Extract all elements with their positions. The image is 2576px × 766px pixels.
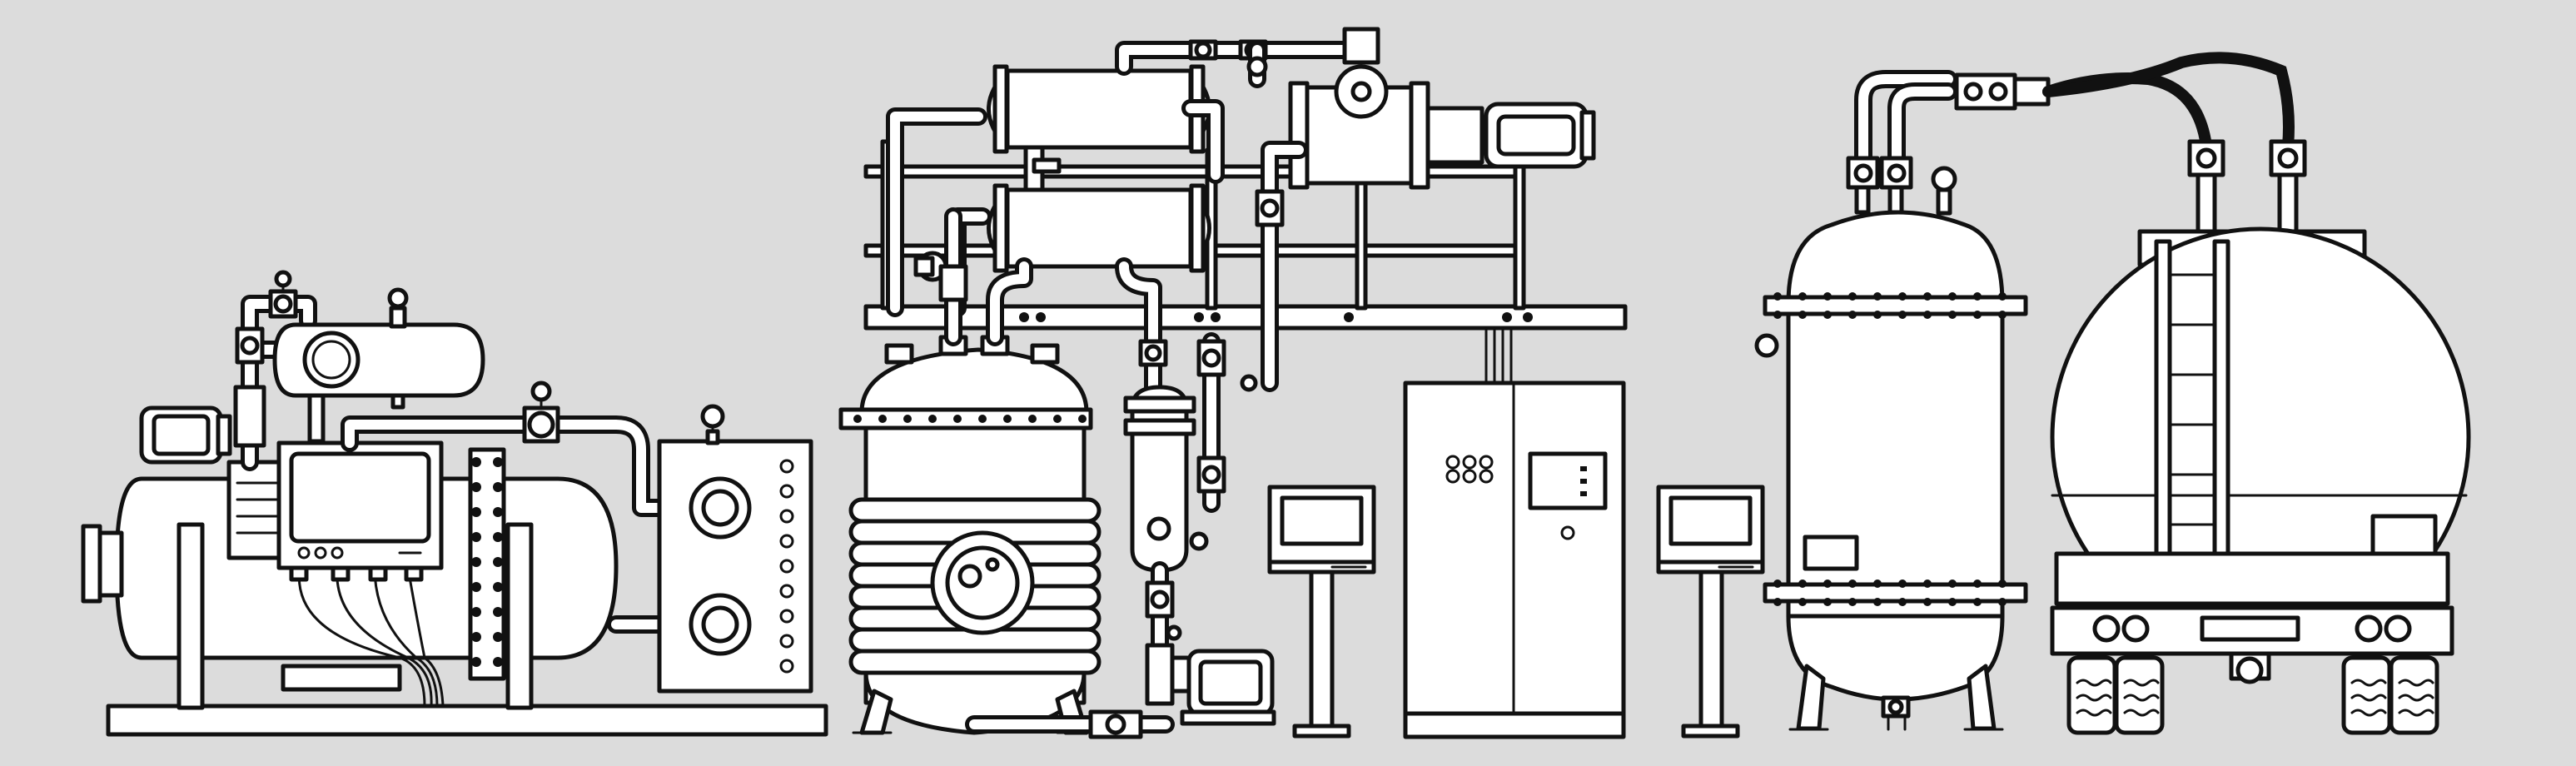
cabinet-knob [1560, 525, 1575, 540]
tank-nameplate [1803, 535, 1859, 571]
pump-head [1342, 27, 1380, 65]
boiler-unit [81, 270, 828, 737]
control-cabinet [1403, 327, 1626, 739]
boiler-base [106, 704, 828, 737]
heat-exchanger-upper [1005, 68, 1193, 150]
storage-tank [1754, 70, 2051, 731]
separator-column [1115, 257, 1276, 726]
cabinet-display [1528, 451, 1608, 510]
drum-plate [281, 664, 402, 692]
tank-flange-bottom [1763, 582, 2028, 604]
separator-vessel [1130, 385, 1189, 573]
boiler-screen [289, 451, 431, 544]
tank-flange-top [1763, 295, 2028, 316]
heat-exchanger-rack [863, 27, 1628, 392]
tank-side-gauge [1754, 333, 1779, 358]
separator-pump-body [1145, 643, 1175, 706]
operator-terminal-left [1267, 485, 1376, 739]
jacketed-reactor [838, 207, 1175, 739]
heat-exchanger-lower [1005, 187, 1193, 269]
operator-terminal-right [1656, 485, 1765, 739]
tanker-truck [2042, 52, 2471, 735]
tanker-wheels [2066, 655, 2439, 735]
license-plate [2200, 615, 2300, 642]
